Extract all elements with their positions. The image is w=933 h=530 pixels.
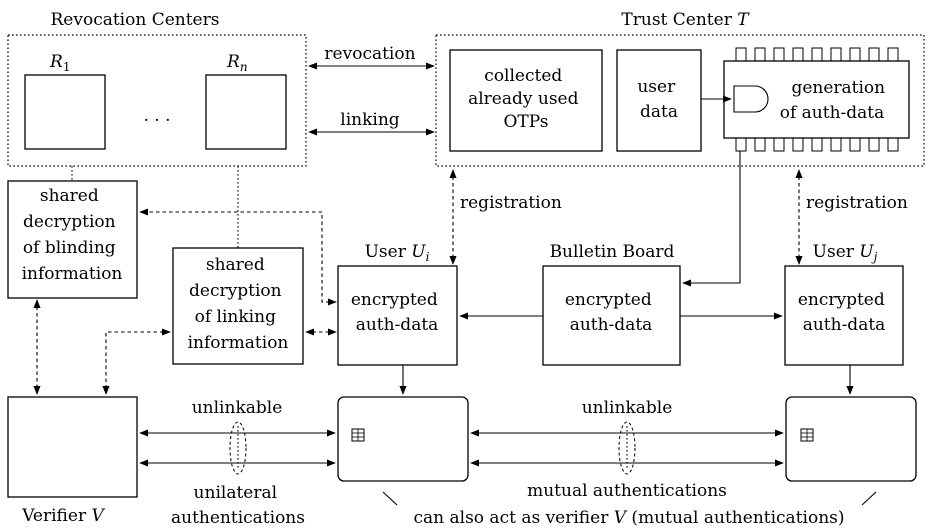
user-uj-content: encrypted auth-data — [798, 290, 890, 335]
revocation-centers-container — [7, 34, 307, 167]
trust-center-title: Trust Center T — [621, 10, 750, 30]
linking-to-verifier-arrow — [102, 328, 171, 395]
user-uj-title: User Uj — [813, 242, 878, 264]
verifier-label: Verifier V — [21, 506, 105, 526]
shared-decryption-blinding-label: shared decryption of blinding informatio… — [22, 186, 123, 284]
rn-label: Rn — [226, 52, 248, 74]
user-data-box — [616, 49, 702, 152]
ui-to-blinding-arrow — [139, 208, 337, 306]
generation-to-bulletin-arrow — [682, 151, 741, 287]
bracket-right — [861, 491, 877, 506]
bracket-left — [382, 491, 398, 506]
chip-icon — [800, 428, 814, 442]
revocation-center-r1-box — [24, 74, 106, 150]
shared-decryption-blinding-box — [7, 180, 138, 299]
smart-card-uj — [785, 396, 917, 482]
revocation-arrow-label: revocation — [324, 44, 415, 64]
r1-label: R1 — [49, 52, 70, 74]
generation-label: generation of auth-data — [780, 78, 891, 123]
unlinkable-ellipse-right — [618, 421, 636, 475]
bulletin-board-title: Bulletin Board — [550, 242, 675, 262]
and-gate-icon — [733, 85, 769, 113]
collected-otps-box — [449, 49, 603, 152]
bulletin-board-box — [542, 265, 681, 366]
trust-center-container — [435, 34, 925, 167]
unlinkable-left-label: unlinkable — [192, 398, 283, 418]
act-as-verifier-label: can also act as verifier V (mutual authe… — [413, 508, 844, 528]
generation-chip-box — [723, 60, 910, 139]
user-data-label: user data — [637, 77, 680, 122]
verifier-box — [7, 396, 138, 498]
user-uj-box — [784, 265, 904, 366]
unlinkable-right-label: unlinkable — [582, 398, 673, 418]
revocation-centers-group: Revocation Centers R1 . . . Rn — [7, 10, 307, 167]
registration-left-label: registration — [460, 193, 562, 213]
chip-icon — [351, 428, 365, 442]
revocation-center-rn-box — [205, 74, 287, 150]
unlinkable-ellipse-left — [229, 421, 247, 475]
revocation-ellipsis: . . . — [143, 106, 170, 126]
revocation-centers-title: Revocation Centers — [51, 10, 220, 30]
bulletin-board-content: encrypted auth-data — [565, 290, 657, 335]
unilateral-auth-label: unilateral authentications — [171, 483, 305, 528]
user-ui-title: User Ui — [365, 242, 430, 264]
registration-right-label: registration — [806, 193, 908, 213]
user-ui-content: encrypted auth-data — [351, 290, 443, 335]
linking-arrow-label: linking — [340, 110, 400, 130]
mutual-auth-label: mutual authentications — [527, 481, 727, 501]
collected-otps-label: collected already used OTPs — [468, 66, 584, 132]
trust-center-group: Trust Center T collected already used OT… — [435, 10, 925, 167]
smart-card-ui — [337, 396, 469, 482]
user-ui-box — [337, 265, 458, 366]
